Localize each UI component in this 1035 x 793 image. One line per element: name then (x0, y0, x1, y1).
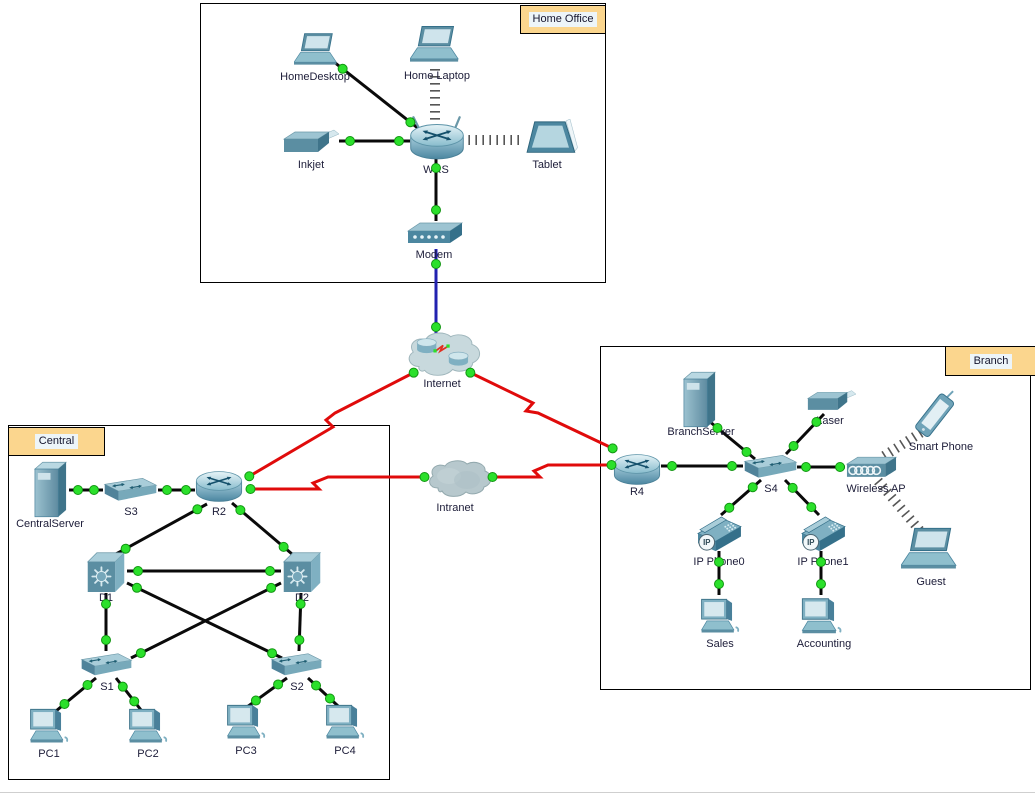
device-label-guest: Guest (916, 576, 946, 588)
laptop-icon (901, 526, 958, 573)
device-label-ip-phone1: IP Phone1 (797, 556, 849, 568)
device-label-pc2: PC2 (137, 748, 159, 760)
pc-icon (798, 595, 844, 636)
device-label-d2: D2 (294, 592, 310, 604)
device-label-smart-phone: Smart Phone (908, 441, 974, 453)
device-label-pc1: PC1 (38, 748, 60, 760)
region-label-text: Branch (969, 353, 1013, 369)
device-label-laser: Laser (816, 415, 844, 427)
device-pc1[interactable] (27, 705, 70, 746)
device-label-r4: R4 (629, 486, 645, 498)
device-accounting[interactable] (798, 595, 844, 636)
region-label-home-office[interactable]: Home Office (520, 5, 606, 34)
device-label-tablet: Tablet (532, 159, 562, 171)
device-s2[interactable] (270, 650, 323, 679)
device-pc2[interactable] (126, 705, 169, 746)
device-label-branch-server: BranchServer (667, 426, 735, 438)
wireless-router-icon (408, 114, 466, 164)
link-intranet-r4[interactable] (491, 463, 613, 479)
mlswitch-icon (281, 548, 323, 594)
device-label-s4: S4 (764, 483, 778, 495)
device-s3[interactable] (103, 475, 158, 504)
region-box-central (8, 425, 390, 780)
device-r4[interactable] (612, 450, 662, 489)
device-smart-phone[interactable] (913, 390, 955, 442)
device-label-modem: Modem (415, 249, 453, 261)
cloud-icon (425, 458, 493, 500)
device-d1[interactable] (85, 548, 127, 594)
device-pc4[interactable] (323, 701, 366, 742)
device-label-intranet: Intranet (436, 502, 474, 514)
device-r2[interactable] (194, 467, 244, 506)
device-laser[interactable] (803, 388, 860, 416)
region-box-branch (600, 346, 1031, 690)
device-label-central-server: CentralServer (16, 518, 84, 530)
region-label-text: Central (34, 434, 79, 449)
device-home-desktop[interactable] (294, 30, 338, 70)
device-d2[interactable] (281, 548, 323, 594)
printer-icon (803, 388, 860, 416)
device-label-pc3: PC3 (235, 745, 257, 757)
region-label-branch[interactable]: Branch (945, 346, 1035, 376)
device-label-home-desktop: HomeDesktop (280, 71, 350, 83)
router-icon (612, 450, 662, 489)
device-s1[interactable] (80, 650, 133, 679)
device-intranet[interactable] (425, 458, 493, 500)
region-label-central[interactable]: Central (8, 427, 105, 456)
ap-icon (845, 454, 898, 482)
device-wrs[interactable] (408, 114, 466, 164)
switch-icon (270, 650, 323, 679)
device-inkjet[interactable] (282, 127, 340, 159)
device-label-home-laptop: Home Laptop (403, 70, 471, 82)
device-branch-server[interactable] (681, 370, 718, 429)
switch-icon (80, 650, 133, 679)
device-label-r2: R2 (211, 506, 227, 518)
ipphone-icon (796, 514, 849, 555)
smartphone-icon (913, 390, 955, 442)
device-label-sales: Sales (706, 638, 734, 650)
device-label-s2: S2 (290, 681, 304, 693)
device-label-wireless-ap: Wireless AP (846, 483, 906, 495)
pc-icon (698, 595, 741, 636)
device-ip-phone1[interactable] (796, 514, 849, 555)
device-label-inkjet: Inkjet (297, 159, 325, 171)
device-label-accounting: Accounting (796, 638, 852, 650)
device-tablet[interactable] (519, 119, 579, 159)
laptop-icon (410, 22, 460, 68)
pc-icon (224, 701, 267, 742)
device-modem[interactable] (406, 220, 464, 250)
cloud-internet-icon (403, 330, 485, 380)
pc-icon (323, 701, 366, 742)
device-sales[interactable] (698, 595, 741, 636)
device-label-pc4: PC4 (334, 745, 356, 757)
device-guest[interactable] (901, 526, 958, 573)
device-s4[interactable] (743, 452, 798, 481)
ipphone-icon (692, 514, 745, 555)
device-internet[interactable] (403, 330, 485, 380)
switch-icon (743, 452, 798, 481)
server-icon (681, 370, 718, 429)
device-pc3[interactable] (224, 701, 267, 742)
device-home-laptop[interactable] (410, 22, 460, 68)
device-wireless-ap[interactable] (845, 454, 898, 482)
pc-icon (126, 705, 169, 746)
device-label-internet: Internet (423, 378, 461, 390)
printer-icon (282, 127, 340, 159)
laptop-icon (294, 30, 338, 70)
region-box-home-office (200, 3, 606, 283)
device-ip-phone0[interactable] (692, 514, 745, 555)
switch-icon (103, 475, 158, 504)
device-label-d1: D1 (98, 592, 114, 604)
modem-icon (406, 220, 464, 250)
router-icon (194, 467, 244, 506)
device-label-s1: S1 (100, 681, 114, 693)
region-label-text: Home Office (528, 12, 598, 27)
tablet-icon (519, 119, 579, 159)
mlswitch-icon (85, 548, 127, 594)
pc-icon (27, 705, 70, 746)
